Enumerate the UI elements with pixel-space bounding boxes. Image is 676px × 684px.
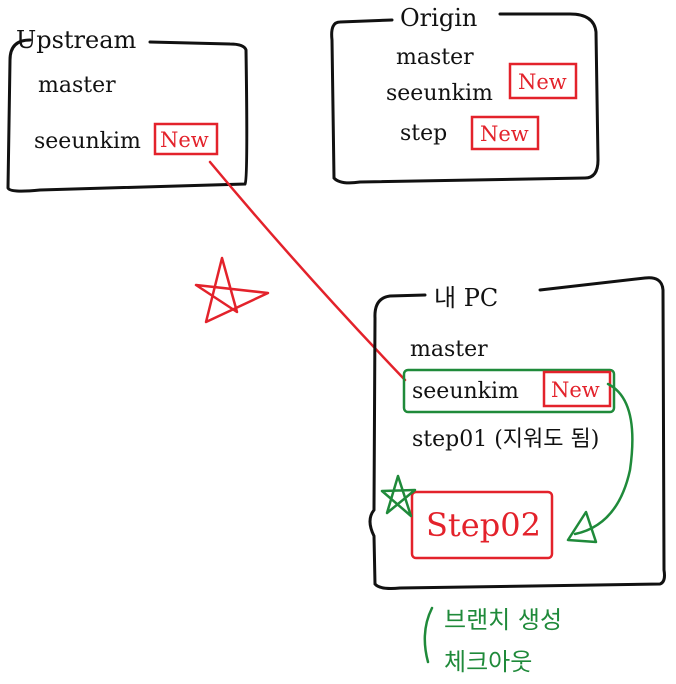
new-branch-box <box>410 490 554 560</box>
my-pc-new-badge: New <box>551 378 600 402</box>
origin-branch-seeunkim: seeunkim <box>386 81 493 106</box>
green-star-icon <box>380 474 417 518</box>
upstream-branch-seeunkim: seeunkim <box>34 129 141 154</box>
note-line-1: 브랜치 생성 <box>444 606 562 634</box>
origin-branch-step: step <box>400 121 447 146</box>
origin-branch-master: master <box>396 45 474 70</box>
upstream-box: Upstream master seeunkim New <box>6 26 249 193</box>
upstream-title: Upstream <box>16 26 137 54</box>
my-pc-branch-step01: step01 (지워도 됨) <box>412 427 599 452</box>
arrowhead-icon <box>566 510 598 544</box>
checkout-note: 브랜치 생성 체크아웃 <box>423 606 562 676</box>
my-pc-new-badge-box <box>542 370 612 408</box>
note-line-2: 체크아웃 <box>444 648 532 676</box>
my-pc-box: 내 PC master seeunkim New step01 (지워도 됨) … <box>368 276 666 590</box>
origin-new-badge-1: New <box>518 70 567 94</box>
origin-new-badge-2-box <box>470 115 540 151</box>
upstream-new-badge: New <box>160 128 209 152</box>
upstream-new-badge-box <box>153 122 219 156</box>
origin-box: Origin master seeunkim New step New <box>330 4 600 185</box>
create-branch-arrow <box>573 382 634 536</box>
my-pc-title: 내 PC <box>434 284 498 312</box>
origin-new-badge-1-box <box>508 62 578 100</box>
my-pc-branch-seeunkim: seeunkim <box>412 379 519 404</box>
my-pc-branch-master: master <box>410 337 488 362</box>
my-pc-current-branch-highlight <box>402 368 616 414</box>
new-branch-label: Step02 <box>426 506 541 544</box>
my-pc-box-border <box>368 276 666 590</box>
upstream-branch-master: master <box>38 73 116 98</box>
origin-new-badge-2: New <box>480 122 529 146</box>
red-star-icon <box>194 256 270 324</box>
upstream-box-border <box>6 38 249 193</box>
note-bracket <box>423 606 434 664</box>
origin-box-border <box>330 12 600 185</box>
fetch-line <box>208 160 407 382</box>
origin-title: Origin <box>400 4 477 32</box>
